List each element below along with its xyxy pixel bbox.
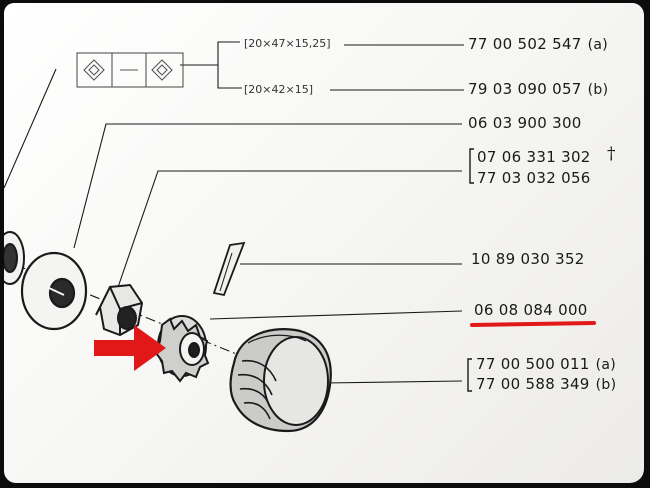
part-number-f-text: 06 08 084 000	[474, 301, 588, 319]
part-number-d1: 07 06 331 302	[477, 148, 591, 166]
part-number-d2: 77 03 032 056	[477, 169, 591, 187]
leader-line-g	[323, 380, 463, 384]
red-arrow-icon	[94, 325, 166, 371]
part-suffix-b: (b)	[587, 82, 609, 98]
dagger-mark: †	[607, 144, 616, 164]
part-number-c-text: 06 03 900 300	[468, 114, 582, 132]
leader-line-f	[209, 310, 463, 320]
part-number-e-text: 10 89 030 352	[471, 250, 585, 268]
part-number-c: 06 03 900 300	[468, 114, 582, 132]
hex-nut	[95, 283, 144, 337]
dimension-label-b: [20×42×15]	[244, 83, 314, 96]
axis-leader	[4, 68, 57, 189]
washer	[20, 251, 88, 331]
highlight-underline	[470, 321, 596, 327]
part-number-d2-text: 77 03 032 056	[477, 169, 591, 187]
dimension-value-a: 20×47×15,25	[248, 37, 327, 50]
part-number-g1-text: 77 00 500 011	[476, 355, 590, 373]
split-pin	[212, 241, 246, 297]
part-number-g2-text: 77 00 588 349	[476, 375, 590, 393]
part-number-g1: 77 00 500 011 (a)	[476, 355, 616, 373]
part-number-d1-text: 07 06 331 302	[477, 148, 591, 166]
leader-line-d	[115, 170, 462, 294]
parts-catalog-page: [20×47×15,25] [20×42×15] 77 00 502 547 (a…	[4, 3, 644, 483]
bearing-box-icon	[76, 52, 184, 88]
part-number-a1-text: 77 00 502 547	[468, 35, 582, 53]
part-number-b1-text: 79 03 090 057	[468, 80, 582, 98]
exploded-diagram	[4, 41, 596, 433]
part-suffix-g1: (a)	[595, 357, 617, 373]
bracket-bearings	[217, 41, 242, 89]
leader-line-c	[73, 123, 462, 249]
dimension-value-b: 20×42×15	[248, 83, 309, 96]
part-number-b1: 79 03 090 057 (b)	[468, 80, 608, 98]
part-number-a1: 77 00 502 547 (a)	[468, 35, 608, 53]
part-suffix-g2: (b)	[595, 377, 617, 393]
partial-washer	[4, 231, 25, 285]
part-suffix-a: (a)	[587, 37, 609, 53]
part-number-f: 06 08 084 000	[474, 301, 588, 319]
part-number-g2: 77 00 588 349 (b)	[476, 375, 616, 393]
dust-cap	[229, 328, 332, 433]
part-number-e: 10 89 030 352	[471, 250, 585, 268]
dimension-label-a: [20×47×15,25]	[244, 37, 331, 50]
